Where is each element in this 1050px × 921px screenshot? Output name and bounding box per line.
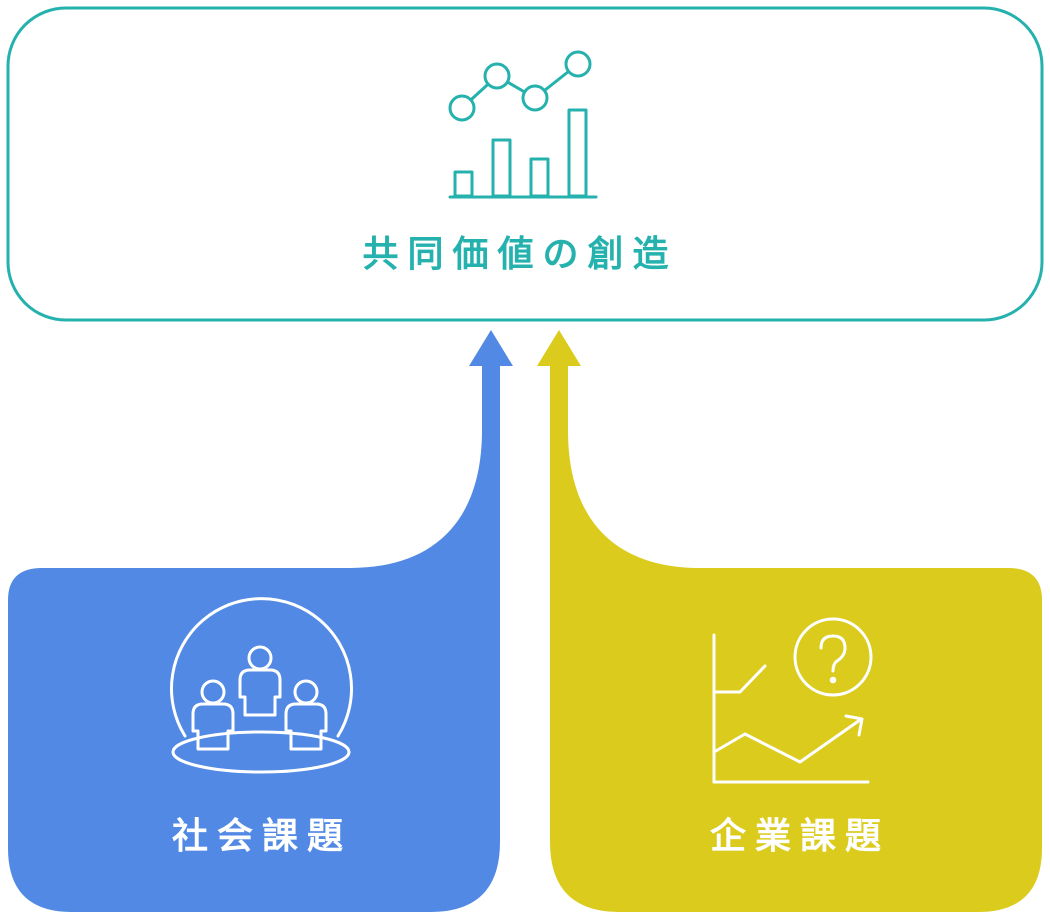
left-box: 社会課題 bbox=[8, 330, 513, 912]
question-growth-chart-icon bbox=[712, 617, 873, 784]
right-box-label: 企業課題 bbox=[710, 815, 890, 857]
people-group-icon bbox=[170, 597, 353, 774]
top-box: 共同価値の創造 bbox=[6, 6, 1044, 322]
left-arrow-shape bbox=[8, 330, 513, 912]
right-arrow-shape bbox=[537, 330, 1042, 912]
bar-line-chart-icon bbox=[448, 50, 598, 199]
top-box-label: 共同価値の創造 bbox=[362, 234, 677, 275]
top-box-frame bbox=[6, 6, 1044, 322]
left-box-label: 社会課題 bbox=[172, 816, 352, 857]
right-box: 企業課題 bbox=[537, 330, 1042, 912]
